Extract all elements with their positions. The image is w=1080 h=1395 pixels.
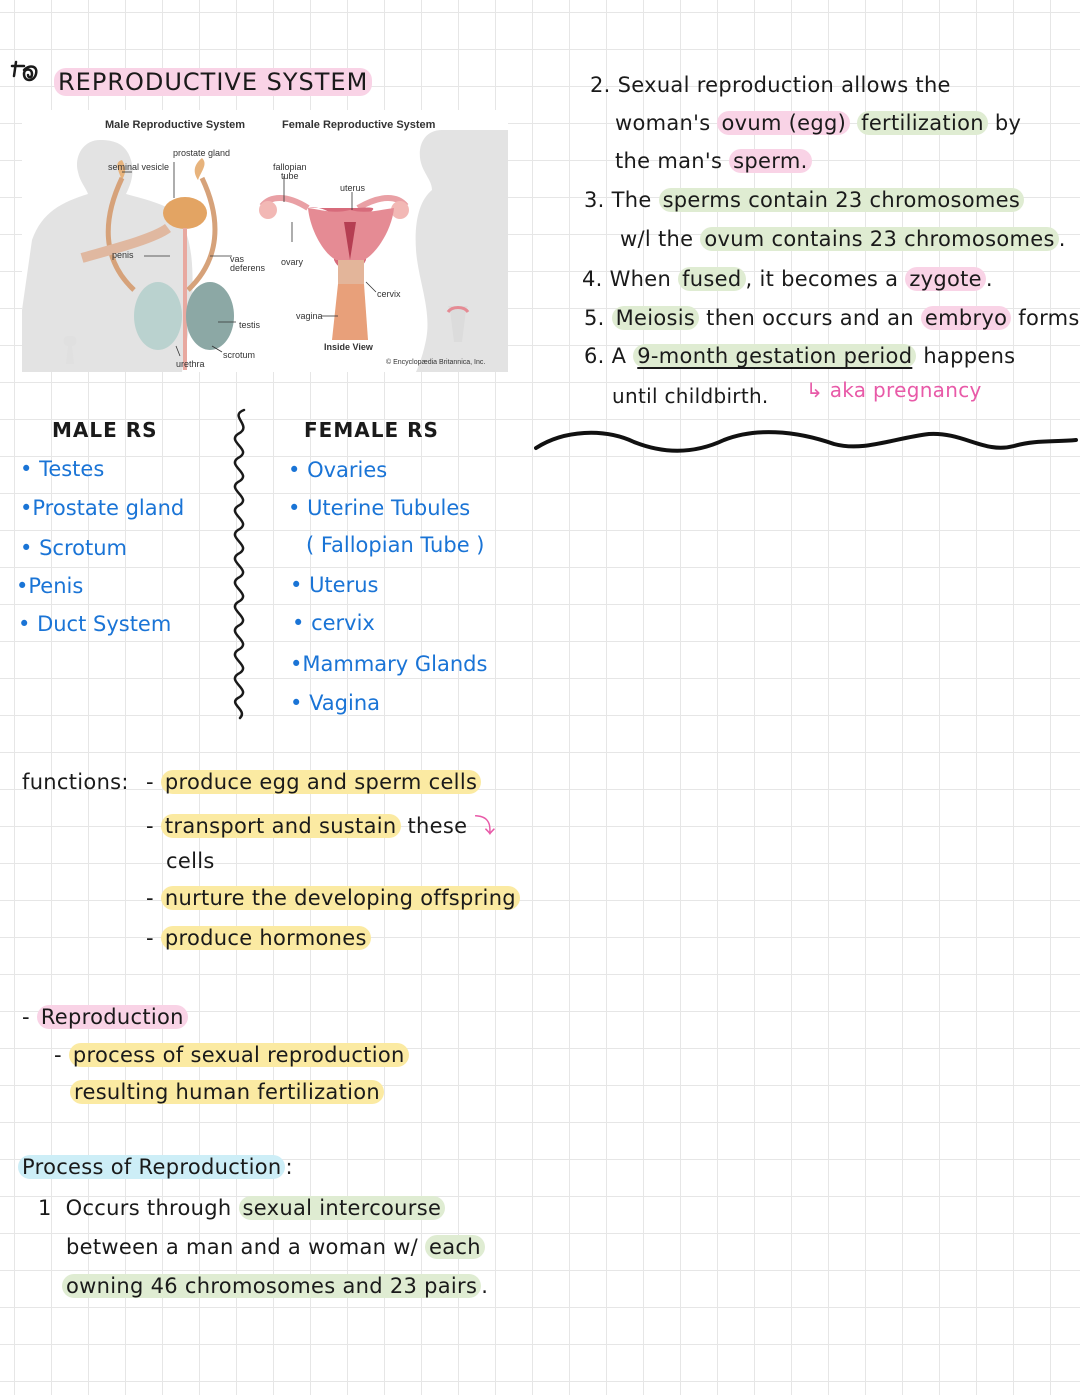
step-6-line-2: until childbirth. bbox=[612, 384, 769, 408]
doodle-flower-icon bbox=[10, 60, 44, 92]
function-line-2: - transport and sustain these ⤵ bbox=[146, 814, 496, 838]
reproduction-line-2: resulting human fertilization bbox=[70, 1080, 384, 1104]
page-title-text: REPRODUCTIVE SYSTEM bbox=[54, 68, 373, 96]
britannica-credit: © Encyclopædia Britannica, Inc. bbox=[386, 359, 486, 366]
reproduction-line-1: - process of sexual reproduction bbox=[54, 1043, 409, 1067]
functions-label: functions: bbox=[22, 770, 129, 794]
label-fallopian-tube: fallopian tube bbox=[273, 162, 307, 181]
male-item-duct-system: • Duct System bbox=[18, 612, 172, 636]
page-title: REPRODUCTIVE SYSTEM bbox=[54, 68, 373, 96]
label-urethra: urethra bbox=[176, 359, 205, 369]
function-line-5: - produce hormones bbox=[146, 926, 371, 950]
male-diagram-title: Male Reproductive System bbox=[105, 119, 245, 131]
female-item-vagina: • Vagina bbox=[290, 691, 381, 715]
reproductive-system-diagram: Male Reproductive System Female Reproduc… bbox=[22, 110, 508, 372]
step-2-line-3: the man's sperm. bbox=[615, 149, 812, 173]
curved-arrow-icon: ↳ bbox=[806, 378, 830, 402]
label-testis: testis bbox=[239, 320, 261, 330]
female-item-uterus: • Uterus bbox=[290, 573, 379, 597]
function-line-4: - nurture the developing offspring bbox=[146, 886, 520, 910]
pregnancy-note: ↳ aka pregnancy bbox=[806, 378, 982, 402]
process-step-1-line-3: owning 46 chromosomes and 23 pairs. bbox=[62, 1274, 488, 1298]
male-item-prostate-gland: •Prostate gland bbox=[20, 496, 185, 520]
male-rs-heading: MALE RS bbox=[52, 418, 158, 442]
male-item-penis: •Penis bbox=[16, 574, 84, 598]
female-item-cervix: • cervix bbox=[292, 611, 375, 635]
step-2-line-1: 2. Sexual reproduction allows the bbox=[590, 73, 951, 97]
step-3-line-1: 3. The sperms contain 23 chromosomes bbox=[584, 188, 1025, 212]
process-heading: Process of Reproduction: bbox=[18, 1155, 293, 1179]
wavy-separator bbox=[534, 430, 1078, 453]
male-item-scrotum: • Scrotum bbox=[20, 536, 127, 560]
label-cervix: cervix bbox=[377, 289, 401, 299]
step-6-line-1: 6. A 9-month gestation period happens bbox=[584, 344, 1016, 368]
label-prostate-gland: prostate gland bbox=[173, 148, 231, 158]
label-vas-deferens: vas deferens bbox=[230, 254, 266, 273]
female-item-uterine-tubules: • Uterine Tubules bbox=[288, 496, 471, 520]
function-line-3: cells bbox=[166, 849, 215, 873]
anatomy-illustration bbox=[22, 130, 508, 372]
label-vagina: vagina bbox=[296, 311, 323, 321]
label-scrotum: scrotum bbox=[223, 350, 256, 360]
pink-arrow-icon: ⤵ bbox=[467, 814, 496, 838]
label-ovary: ovary bbox=[281, 257, 304, 267]
inside-view-label: Inside View bbox=[324, 342, 373, 352]
female-item-fallopian-tube: ( Fallopian Tube ) bbox=[306, 533, 485, 557]
process-step-1-line-2: between a man and a woman w/ each bbox=[66, 1235, 485, 1259]
step-2-line-2: woman's ovum (egg) fertilization by bbox=[615, 111, 1022, 135]
reproduction-heading: - Reproduction bbox=[22, 1005, 188, 1029]
label-penis: penis bbox=[112, 250, 134, 260]
squiggle-divider bbox=[233, 408, 246, 720]
label-uterus: uterus bbox=[340, 183, 366, 193]
label-seminal-vesicle: seminal vesicle bbox=[108, 162, 170, 172]
female-item-mammary-glands: •Mammary Glands bbox=[290, 652, 488, 676]
female-item-ovaries: • Ovaries bbox=[288, 458, 388, 482]
process-step-1-line-1: 1 Occurs through sexual intercourse bbox=[38, 1196, 446, 1220]
function-line-1: - produce egg and sperm cells bbox=[146, 770, 482, 794]
male-item-testes: • Testes bbox=[20, 457, 105, 481]
female-diagram-title: Female Reproductive System bbox=[282, 119, 436, 131]
female-rs-heading: FEMALE RS bbox=[304, 418, 439, 442]
step-5: 5. Meiosis then occurs and an embryo for… bbox=[584, 306, 1080, 330]
step-4: 4. When fused, it becomes a zygote. bbox=[582, 267, 993, 291]
step-3-line-2: w/l the ovum contains 23 chromosomes. bbox=[620, 227, 1066, 251]
